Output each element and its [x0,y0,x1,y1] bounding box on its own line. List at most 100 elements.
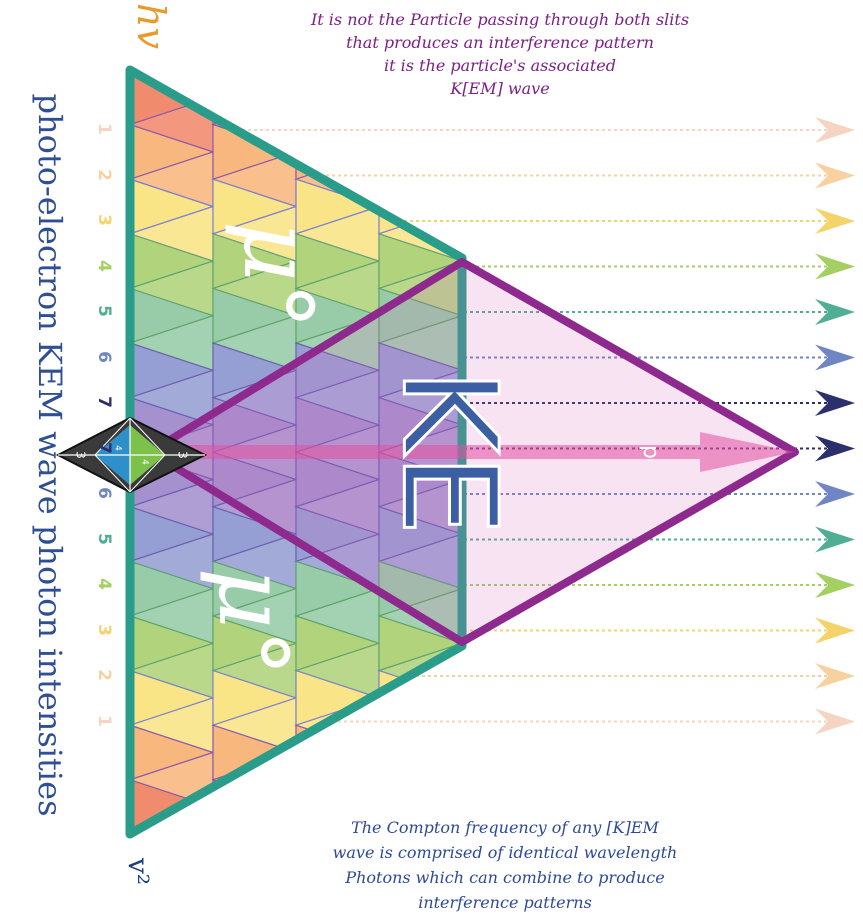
mu-bottom-symbol: μ° [197,567,307,676]
octa-label: 3 [74,451,88,459]
center-arrow [150,432,795,472]
grid-cell [460,751,462,808]
grid-cell [545,234,628,289]
grid-cell [628,753,711,808]
intensity-number: 7 [94,441,114,454]
grid-cell [628,207,711,262]
grid-cell [628,671,711,726]
grid-cell [377,697,462,754]
arrow-head-icon [815,299,855,325]
octa-label: 4 [140,459,150,465]
grid-cell [628,561,711,616]
bottom-caption: The Compton frequency of any [K]EM wave … [300,815,710,915]
grid-cell [545,152,628,207]
top-caption: It is not the Particle passing through b… [260,8,740,100]
octahedron-icon: 3 3 4 4 [55,416,208,494]
arrow-head-icon [815,390,855,416]
grid-cell [545,589,628,644]
arrow-head-icon [815,344,855,371]
grid-cell [545,643,628,698]
grid-cell [378,178,462,235]
arrow-head-icon [815,526,855,553]
grid-cell [628,261,711,316]
grid-cell [628,234,711,289]
intensity-number: 4 [94,259,114,272]
mu-top-symbol: μ° [222,220,332,329]
bottom-caption-line: The Compton frequency of any [K]EM [351,818,659,837]
grid-cell [460,151,462,208]
grid-cell [628,698,711,753]
grid-cell [378,123,462,181]
grid-cell [545,207,628,262]
grid-cell [377,96,462,153]
grid-cell [460,697,462,754]
grid-cell [461,669,462,727]
grid-cell [461,724,462,781]
grid-cell [628,725,711,780]
grid-cell [628,616,711,671]
grid-cell [460,96,462,153]
arrow-head-icon [815,481,855,507]
intensity-number: 2 [94,168,114,181]
grid-cell [461,178,462,235]
grid-cell [377,751,462,808]
grid-cell [628,179,711,234]
grid-cell [545,179,628,234]
octa-label: 3 [176,451,190,459]
top-caption-line: that produces an interference pattern [346,33,654,52]
intensity-number: 1 [94,123,114,135]
main-triangle [125,65,711,839]
octa-label: 4 [113,445,123,451]
side-title: photo-electron KEM wave photon intensiti… [31,93,69,817]
grid-cell [211,806,297,834]
grid-cell [628,125,711,180]
intensity-number: 3 [94,214,114,226]
grid-cell [461,123,462,181]
intensity-number: 7 [94,396,114,408]
intensity-number: 6 [94,487,114,499]
intensity-number: 2 [94,669,114,681]
hv-symbol: hv [128,3,173,49]
intensity-number: 3 [94,623,114,636]
grid-cell [377,151,462,208]
bottom-caption-line: wave is comprised of identical wavelengt… [332,843,678,862]
top-caption-line: it is the particle's associated [384,56,616,75]
intensity-number: 5 [94,532,114,545]
top-caption-line: It is not the Particle passing through b… [310,10,690,29]
grid-cell [294,751,380,808]
grid-cell [628,643,711,698]
intensity-number: 4 [94,578,114,590]
bottom-caption-line: Photons which can combine to produce [345,868,665,887]
grid-cell [294,96,380,153]
arrow-head-icon [815,435,855,462]
grid-cell [378,724,462,781]
grid-cell [460,205,462,262]
grid-cell [545,261,628,316]
grid-cell [545,97,628,152]
grid-cell [628,97,711,152]
grid-cell [628,152,711,207]
intensity-number: 5 [94,305,114,317]
arrow-head-icon [815,663,855,689]
arrow-head-icon [815,117,855,143]
grid-cell [378,669,462,727]
arrow-head-icon [815,572,855,598]
arrow-head-icon [815,208,855,234]
grid-cell [545,616,628,671]
v-squared-symbol: v² [122,857,156,886]
arrow-head-icon [815,253,855,280]
intensity-number: 1 [94,714,114,727]
p-label: p [638,445,663,459]
bottom-caption-line: interference patterns [418,893,592,912]
grid-cell [545,725,628,780]
arrow-head-icon [815,162,855,189]
ke-label: KE [373,368,525,535]
grid-cell [545,125,628,180]
grid-cell [545,753,628,808]
grid-cell [628,589,711,644]
intensity-number: 6 [94,350,114,363]
grid-cell [545,671,628,726]
top-caption-line: K[EM] wave [450,79,550,98]
arrow-head-icon [815,617,855,644]
